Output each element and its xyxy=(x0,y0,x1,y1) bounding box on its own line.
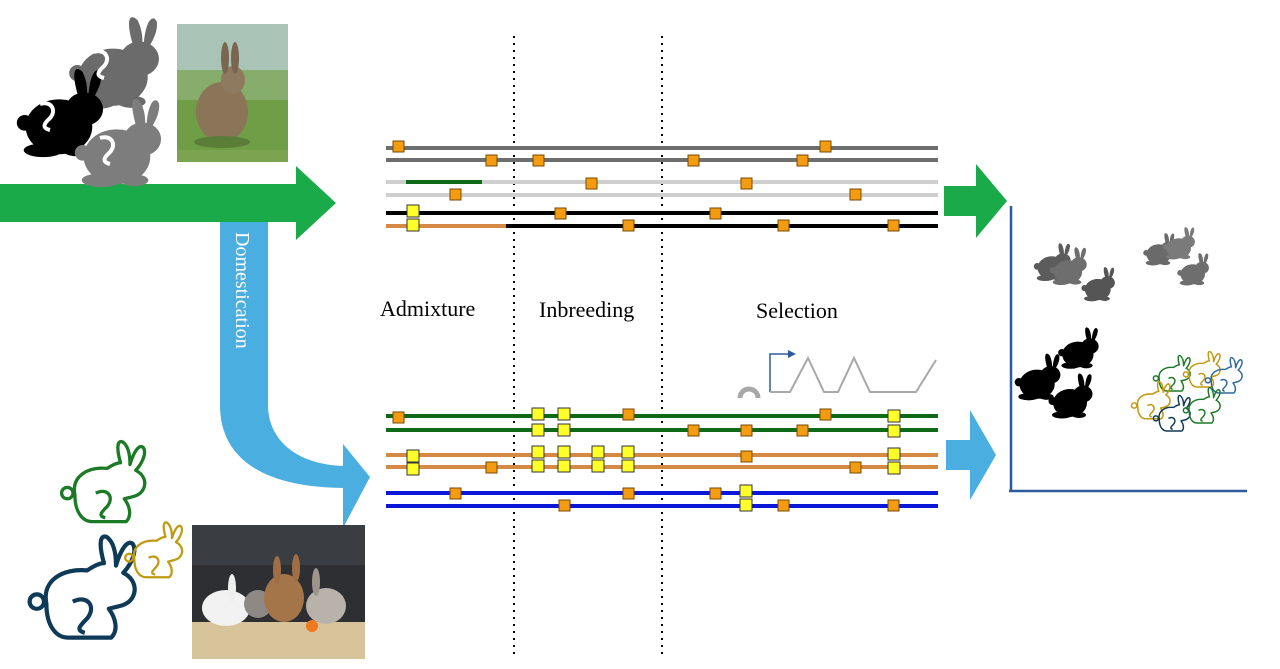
wild-black-rabbits-cluster xyxy=(1014,327,1099,419)
wild-rabbits-icon xyxy=(16,17,162,188)
result-axes xyxy=(1009,206,1247,493)
inbreeding-label: Inbreeding xyxy=(539,297,634,322)
domestication-arrow: Domestication xyxy=(220,222,370,528)
domestic-rabbits-photo xyxy=(192,525,365,659)
wild-gray-rabbits-cluster xyxy=(1033,227,1209,302)
domestic-rabbits-cluster xyxy=(1130,350,1243,432)
wild-arrow xyxy=(0,166,336,240)
domestic-chromosome-set xyxy=(386,407,938,512)
domestication-label: Domestication xyxy=(231,232,253,349)
wild-output-arrow xyxy=(944,164,1007,238)
selective-sweep-icon xyxy=(737,350,937,399)
domestic-output-arrow xyxy=(946,410,996,500)
wild-rabbit-photo xyxy=(177,24,288,162)
selection-label: Selection xyxy=(756,298,838,323)
domestic-rabbits-icon xyxy=(30,439,184,638)
admixture-label: Admixture xyxy=(380,296,475,321)
wild-chromosome-set xyxy=(386,140,938,232)
